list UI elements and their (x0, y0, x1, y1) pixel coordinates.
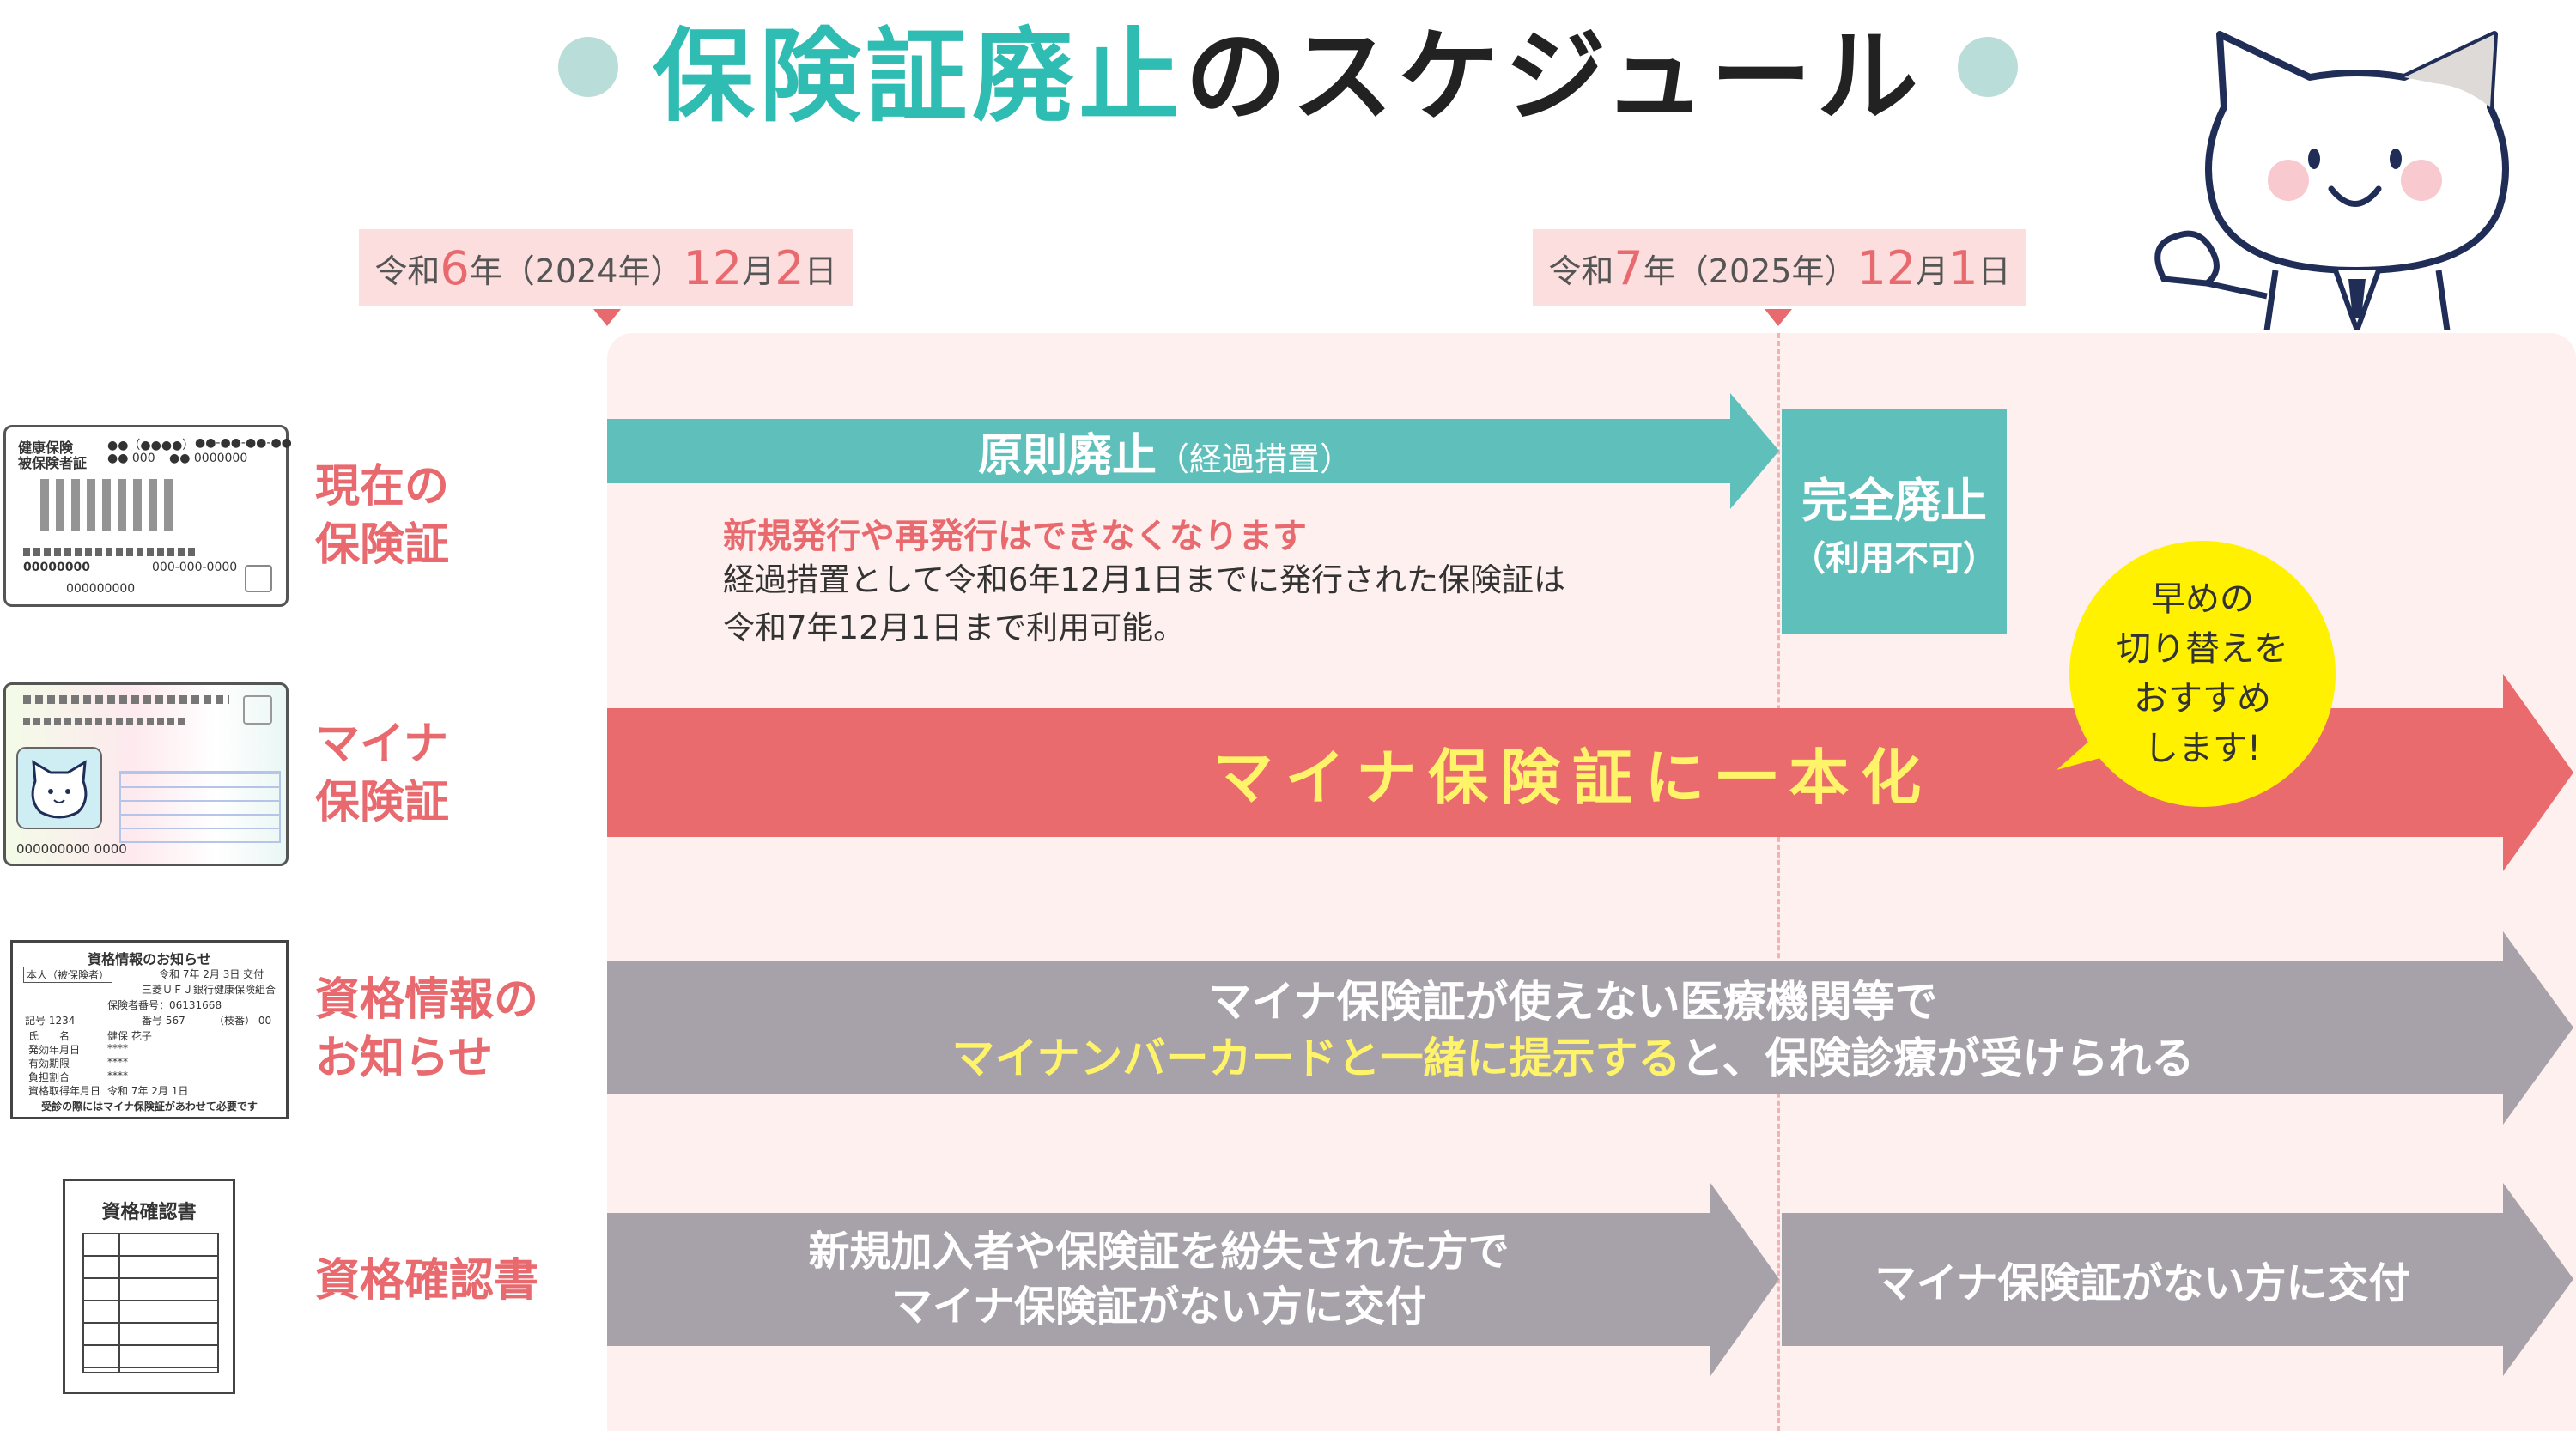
page-title: 保険証廃止のスケジュール (653, 16, 1923, 136)
cutoff-dashed-line (1777, 333, 1780, 1431)
eligibility-notice-icon: 資格情報のお知らせ 本人（被保険者） 令和 7年 2月 3日 交付 三菱ＵＦＪ銀… (10, 940, 289, 1119)
full-abolition-box: 完全廃止 （利用不可） (1782, 409, 2007, 634)
gray-arrow-cert-before (607, 1183, 1779, 1376)
note-transitional: 経過措置として令和6年12月1日までに発行された保険証は 令和7年12月1日まで… (723, 561, 1566, 646)
row-label-current-card: 現在の 保険証 (315, 461, 450, 571)
row-label-certificate: 資格確認書 (315, 1255, 539, 1307)
unification-label: マイナ保険証に一本化 (1212, 742, 1934, 813)
cert-after-description: マイナ保険証がない方に交付 (1874, 1259, 2410, 1307)
cat-photo-icon (16, 747, 102, 829)
cert-before-description: 新規加入者や保険証を紛失された方で マイナ保険証がない方に交付 (808, 1228, 1510, 1331)
notice-description: マイナ保険証が使えない医療機関等で マイナンバーカードと一緒に提示すると、保険診… (951, 977, 2195, 1083)
title-dot-left (558, 37, 619, 97)
phaseout-label: 原則廃止（経過措置） (977, 430, 1353, 482)
gray-arrow-notice (607, 931, 2573, 1125)
title-dot-right (1957, 37, 2018, 97)
row-label-my-number: マイナ 保険証 (315, 719, 450, 828)
note-no-reissue: 新規発行や再発行はできなくなります (723, 517, 1307, 556)
teal-arrow-phaseout (607, 393, 1779, 509)
recommend-switch-bubble: 早めの 切り替えを おすすめ します! (2069, 541, 2336, 807)
date-start-marker (593, 309, 621, 326)
cat-mascot-icon (2154, 31, 2509, 330)
health-insurance-card-icon: 健康保険 被保険者証 ●●（●●●●） ●●-●●-●●-●● ●● 000 ●… (3, 425, 292, 607)
title-bar: 保険証廃止のスケジュール (515, 7, 2061, 136)
row-label-eligibility-notice: 資格情報の お知らせ (315, 974, 539, 1084)
eligibility-certificate-icon: 資格確認書 (63, 1179, 235, 1394)
my-number-card-icon: 000000000 0000 (3, 682, 289, 866)
date-end-marker (1765, 309, 1792, 326)
gray-arrow-cert-after (1782, 1183, 2573, 1376)
